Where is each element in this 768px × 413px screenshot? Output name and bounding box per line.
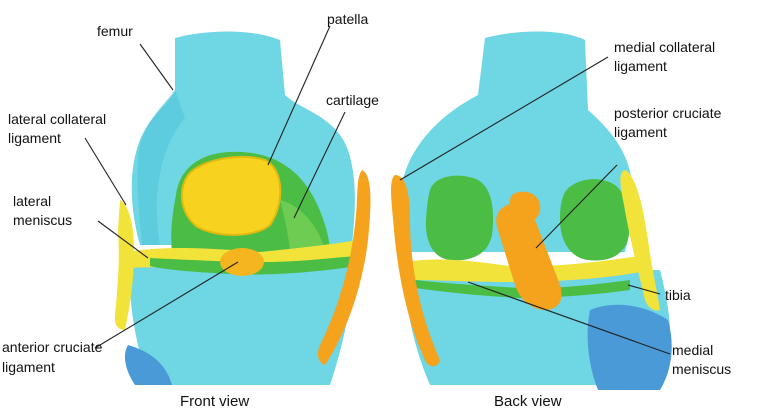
leader-anterior-cruciate xyxy=(94,261,239,349)
front-medial-ligament xyxy=(317,170,371,365)
leader-lines xyxy=(84,25,671,355)
leader-medial-meniscus xyxy=(467,281,671,355)
label-anterior-cruciate-line2: ligament xyxy=(2,359,55,375)
label-lateral-collateral-line2: ligament xyxy=(8,130,61,146)
label-medial-collateral-line2: ligament xyxy=(614,58,667,74)
back-medial-collateral xyxy=(391,175,440,367)
leader-lateral-collateral xyxy=(84,137,127,206)
label-medial-meniscus-line2: meniscus xyxy=(672,361,732,377)
leader-medial-collateral xyxy=(399,56,609,181)
front-tibia xyxy=(129,262,355,385)
caption-back-view: Back view xyxy=(494,393,562,410)
label-lateral-meniscus-line2: meniscus xyxy=(13,212,73,228)
label-patella: patella xyxy=(327,11,369,27)
label-posterior-cruciate-line1: posterior cruciate xyxy=(614,105,722,121)
caption-front-view: Front view xyxy=(180,393,250,410)
back-lateral-ligament xyxy=(620,170,660,311)
back-view-model xyxy=(391,31,672,390)
back-tibia-blue xyxy=(587,304,672,390)
label-tibia: tibia xyxy=(665,287,691,303)
back-cartilage-right xyxy=(560,179,630,261)
front-cartilage-highlight xyxy=(280,200,325,250)
label-medial-meniscus-line1: medial xyxy=(672,342,714,358)
front-view-model xyxy=(114,31,371,385)
back-posterior-cruciate xyxy=(496,203,562,310)
front-lateral-collateral xyxy=(114,200,135,330)
leader-cartilage xyxy=(293,111,346,219)
label-lateral-collateral-line1: lateral collateral xyxy=(8,111,107,127)
leader-tibia xyxy=(627,284,661,295)
back-cruciate-top xyxy=(509,191,541,223)
front-patella xyxy=(180,155,282,236)
label-posterior-cruciate-line2: ligament xyxy=(614,124,667,140)
front-femur-shading xyxy=(137,90,185,245)
label-femur: femur xyxy=(97,23,133,39)
label-cartilage: cartilage xyxy=(326,92,379,108)
label-lateral-meniscus-line1: lateral xyxy=(13,193,52,209)
leader-femur xyxy=(139,43,174,91)
front-anterior-cruciate xyxy=(220,248,264,276)
back-cartilage-left xyxy=(425,175,494,261)
leader-lateral-meniscus xyxy=(97,220,149,259)
leader-posterior-cruciate xyxy=(535,164,618,249)
label-anterior-cruciate-line1: anterior cruciate xyxy=(2,339,103,355)
front-tibia-bottom xyxy=(124,345,172,385)
label-medial-collateral-line1: medial collateral xyxy=(614,39,716,55)
leader-patella xyxy=(267,25,331,166)
